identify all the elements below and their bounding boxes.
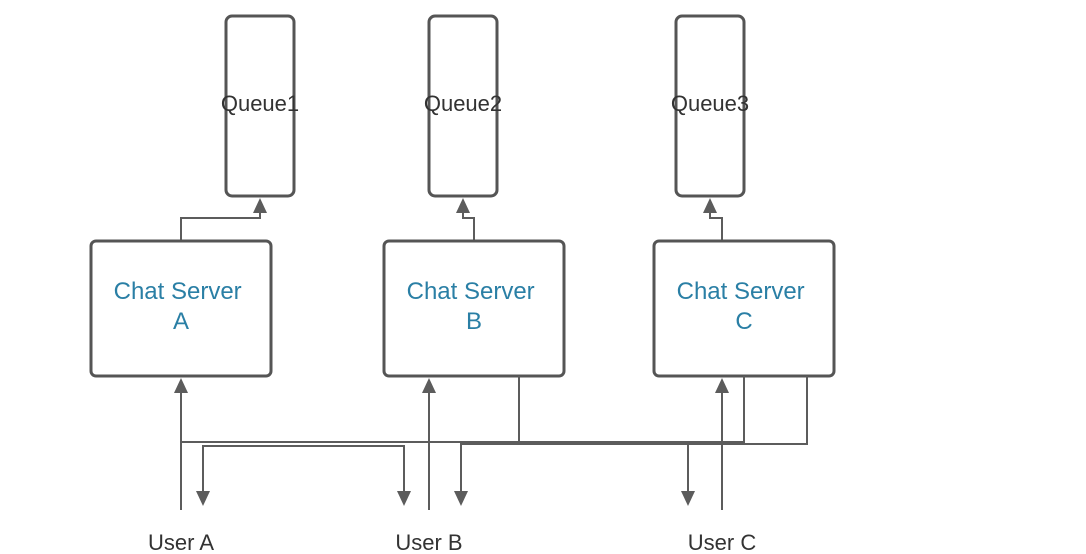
- chat-server-a-label: Chat Server A: [114, 278, 249, 335]
- user-c-label: User C: [688, 530, 757, 554]
- chat-server-a-label-line2: A: [173, 308, 189, 335]
- server-a-to-queue-1-connector: [180, 208, 261, 240]
- user-b-label: User B: [395, 530, 462, 554]
- chat-server-a-label-line1: Chat Server: [114, 278, 242, 305]
- delivery-arrowhead-user-b-left: [397, 491, 411, 506]
- queue-1-label: Queue1: [221, 91, 299, 116]
- queue-3: Queue3: [671, 14, 749, 198]
- chat-server-a-box: [89, 239, 273, 378]
- queue-1: Queue1: [221, 14, 299, 198]
- user-a-label: User A: [148, 530, 214, 554]
- server-c-return-bus: [460, 376, 808, 492]
- delivery-arrowhead-user-b-right: [454, 491, 468, 506]
- user-a-delivery-bus: [202, 445, 405, 492]
- server-a-to-queue-1-arrowhead: [253, 198, 267, 213]
- chat-server-b-label-line2: B: [466, 308, 482, 335]
- user-a-to-server-a-arrowhead: [174, 378, 188, 393]
- queue-2-box: [427, 14, 499, 198]
- chat-server-b-label: Chat Server B: [407, 278, 542, 335]
- chat-server-c-label-line1: Chat Server: [677, 278, 805, 305]
- chat-server-b-label-line1: Chat Server: [407, 278, 535, 305]
- chat-server-b-box: [382, 239, 566, 378]
- queue-2-label: Queue2: [424, 91, 502, 116]
- chat-server-c-label: Chat Server C: [677, 278, 812, 335]
- server-c-to-queue-3-arrowhead: [703, 198, 717, 213]
- queue-2: Queue2: [424, 14, 502, 198]
- user-b-to-server-b-arrowhead: [422, 378, 436, 393]
- user-c-to-server-c-arrowhead: [715, 378, 729, 393]
- chat-server-a: Chat Server A: [89, 239, 273, 378]
- queue-3-label: Queue3: [671, 91, 749, 116]
- server-b-to-queue-2-arrowhead: [456, 198, 470, 213]
- queue-1-box: [224, 14, 296, 198]
- server-c-broadcast-bus: [181, 376, 745, 443]
- queue-3-box: [674, 14, 746, 198]
- delivery-arrowhead-user-c: [681, 491, 695, 506]
- chat-server-c: Chat Server C: [652, 239, 836, 378]
- chat-server-c-label-line2: C: [735, 308, 752, 335]
- delivery-arrowhead-user-a: [196, 491, 210, 506]
- chat-server-b: Chat Server B: [382, 239, 566, 378]
